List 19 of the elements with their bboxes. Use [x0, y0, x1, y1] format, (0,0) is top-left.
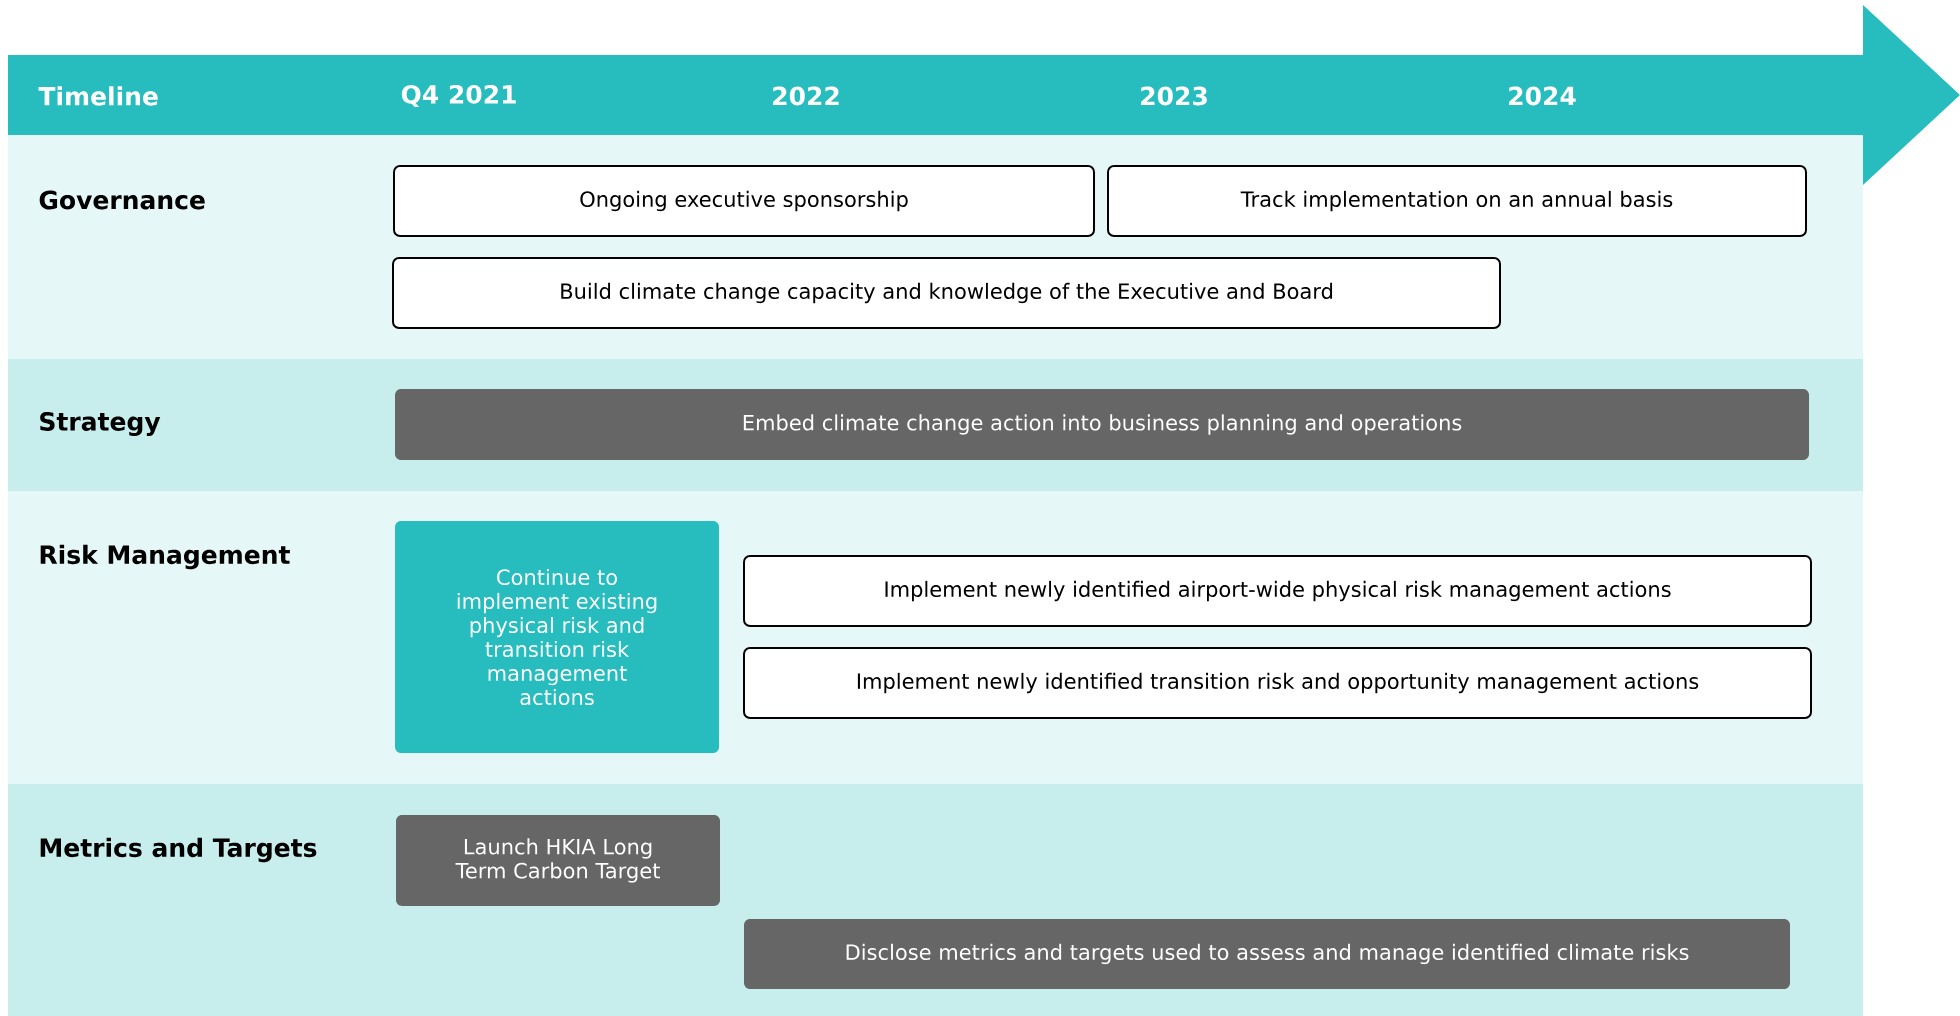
- task-bar: Launch HKIA Long Term Carbon Target: [396, 815, 720, 906]
- task-bar: Embed climate change action into business planning and operations: [395, 389, 1809, 460]
- row-heading: Metrics and Targets: [40, 837, 317, 863]
- task-box: Build climate change capacity and knowledge of the Executive and Board: [392, 257, 1501, 329]
- task-box: Track implementation on an annual basis: [1107, 165, 1807, 237]
- task-box: Implement newly identified transition risk and opportunity management actions: [743, 647, 1812, 719]
- year-label: 2023: [1141, 86, 1207, 106]
- timeline-arrow: [8, 5, 1960, 185]
- task-box: Implement newly identified airport-wide physical risk management actions: [743, 555, 1812, 627]
- row-heading: Risk Management: [40, 544, 290, 570]
- row-heading: Strategy: [40, 412, 161, 436]
- timeline-label: Timeline: [38, 86, 158, 106]
- task-box: Continue to implement existing physical risk and transition risk management actions: [395, 521, 719, 753]
- task-box: Ongoing executive sponsorship: [393, 165, 1095, 237]
- year-label: Q4 2021: [401, 84, 516, 108]
- row-heading: Governance: [39, 190, 205, 210]
- year-label: 2022: [773, 86, 839, 106]
- task-bar: Disclose metrics and targets used to assess and manage identified climate risks: [744, 919, 1790, 989]
- year-label: 2024: [1509, 86, 1576, 106]
